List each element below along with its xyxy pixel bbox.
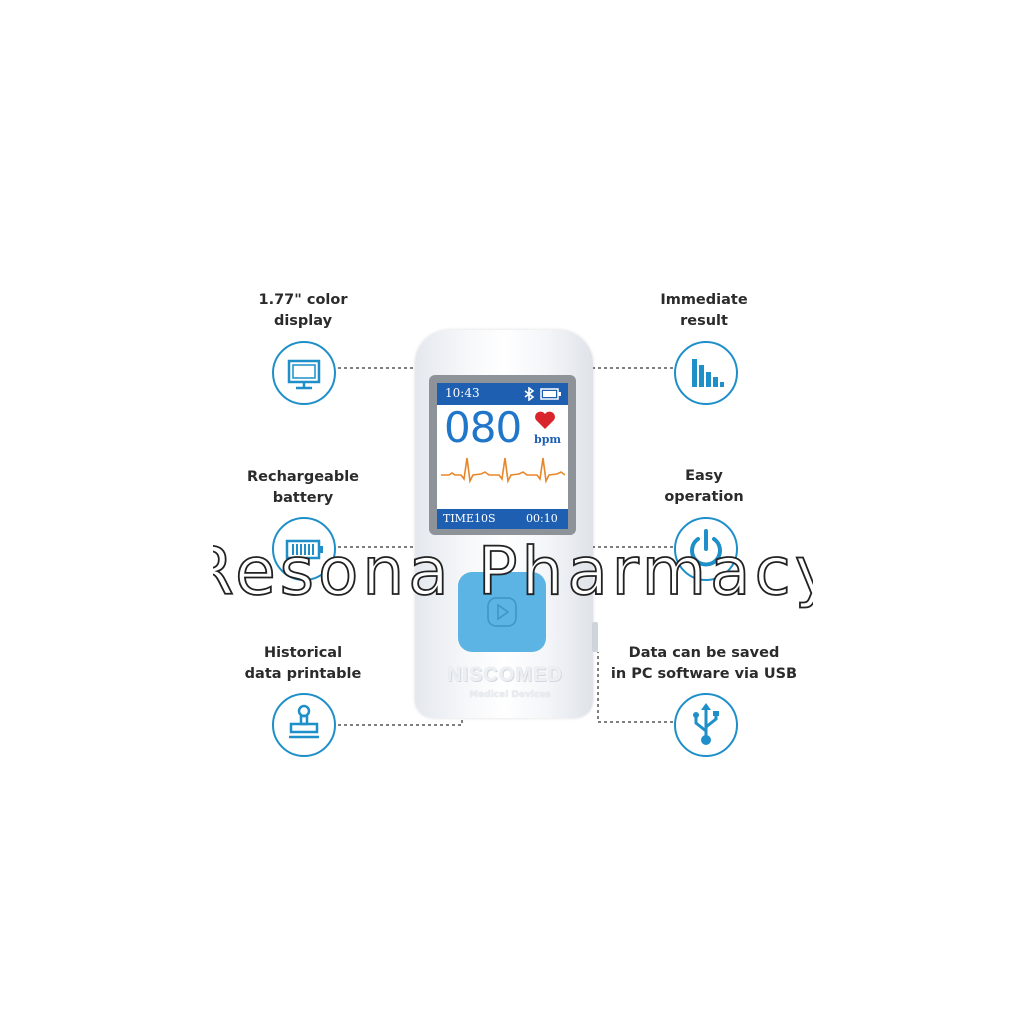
power-icon bbox=[674, 517, 738, 581]
ecg-waveform bbox=[441, 457, 565, 484]
feature-label-result: Immediate result bbox=[660, 292, 748, 329]
heart-rate-value: 080 bbox=[444, 403, 522, 452]
heart-rate-unit: bpm bbox=[534, 433, 562, 446]
start-button[interactable] bbox=[458, 572, 546, 652]
bluetooth-icon bbox=[524, 387, 535, 401]
stamp-icon bbox=[272, 693, 336, 757]
usb-icon bbox=[674, 693, 738, 757]
feature-label-display: 1.77" color display bbox=[258, 292, 348, 329]
battery-status-icon bbox=[540, 388, 561, 400]
usb-port bbox=[592, 622, 598, 652]
clock-time: 10:43 bbox=[445, 386, 480, 400]
watermark: Resona Pharmacy bbox=[213, 532, 813, 611]
brand-logo: NISCOMED bbox=[447, 664, 563, 686]
watermark-text: Resona Pharmacy bbox=[213, 533, 813, 610]
heart-icon bbox=[535, 411, 555, 429]
screen-footer-bar: TIME10S 00:10 bbox=[437, 509, 568, 529]
device-screen: 10:43 080 bpm TIME10S 00:10 bbox=[437, 383, 568, 529]
feature-label-operation: Easy operation bbox=[664, 468, 744, 505]
elapsed-time: 00:10 bbox=[526, 512, 558, 525]
play-icon bbox=[487, 597, 517, 627]
duration-label: TIME10S bbox=[443, 512, 496, 525]
screen-status-bar: 10:43 bbox=[437, 383, 568, 405]
brand-subtitle: Medical Devices bbox=[469, 690, 551, 700]
battery-icon bbox=[272, 517, 336, 581]
feature-label-usb: Data can be saved in PC software via USB bbox=[610, 645, 798, 682]
monitor-icon bbox=[272, 341, 336, 405]
feature-label-print: Historical data printable bbox=[244, 645, 362, 682]
bar-chart-icon bbox=[674, 341, 738, 405]
feature-label-battery: Rechargeable battery bbox=[246, 469, 360, 506]
